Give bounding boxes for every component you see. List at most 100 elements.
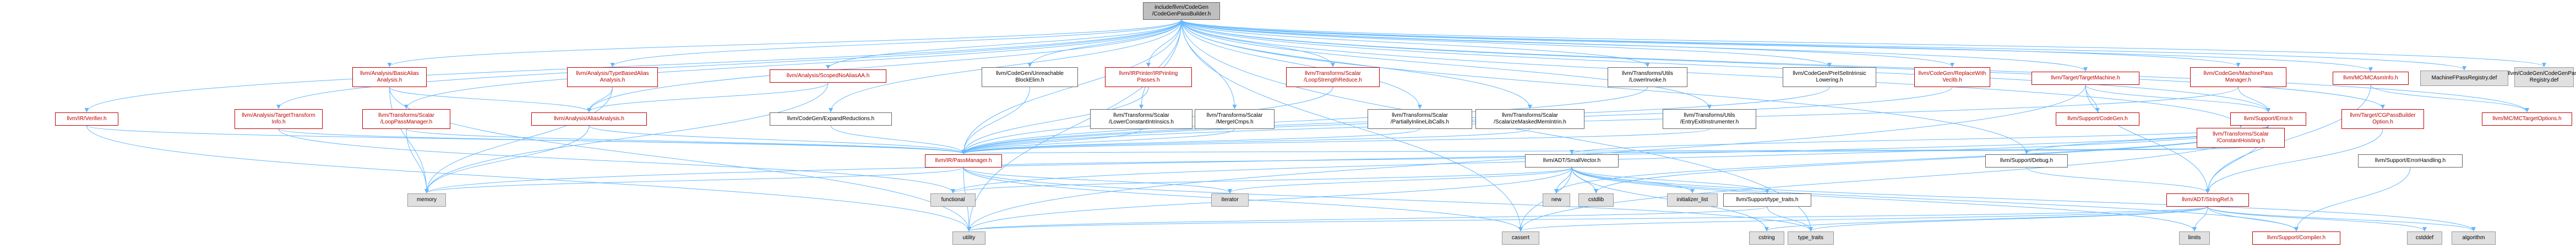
node-merge-icmps[interactable]: llvm/Transforms/Scalar /MergeICmps.h — [1195, 109, 1275, 129]
node-ir-pass-manager[interactable]: llvm/IR/PassManager.h — [925, 154, 1002, 168]
edge-node-root-to-node-irprinter — [1146, 19, 1182, 67]
node-cgpassbuilder-option[interactable]: llvm/Target/CGPassBuilder Option.h — [2341, 109, 2424, 129]
edge-node-root-to-node-loop-strength — [1181, 19, 1335, 67]
node-scoped-noalias[interactable]: llvm/Analysis/ScopedNoAliasAA.h — [770, 69, 886, 83]
edge-node-scoped-noalias-to-node-memory — [424, 82, 829, 193]
node-label: llvm/MC/MCTargetOptions.h — [2492, 116, 2562, 122]
node-scalarize-masked[interactable]: llvm/Transforms/Scalar /ScalarizeMaskedM… — [1475, 109, 1584, 129]
node-expand-reductions[interactable]: llvm/CodeGen/ExpandReductions.h — [770, 112, 892, 126]
node-label: llvm/CodeGen/PreISelIntrinsic — [1793, 71, 1866, 77]
node-label: llvm/Transforms/Utils — [1622, 71, 1673, 77]
node-string-ref[interactable]: llvm/ADT/StringRef.h — [2166, 193, 2249, 207]
edge-node-support-error-to-node-cassert — [1518, 125, 2269, 231]
node-loop-pass-mgr[interactable]: llvm/Transforms/Scalar /LoopPassManager.… — [362, 109, 450, 129]
node-lower-invoke[interactable]: llvm/Transforms/Utils /LowerInvoke.h — [1608, 67, 1687, 87]
node-label: llvm/CodeGen/ExpandReductions.h — [787, 116, 875, 122]
node-preisel[interactable]: llvm/CodeGen/PreISelIntrinsic Lowering.h — [1783, 67, 1876, 87]
node-initializer-list[interactable]: initializer_list — [1667, 193, 1718, 207]
node-support-debug[interactable]: llvm/Support/Debug.h — [1985, 154, 2068, 168]
node-support-error[interactable]: llvm/Support/Error.h — [2230, 112, 2306, 126]
node-support-codegen[interactable]: llvm/Support/CodeGen.h — [2056, 112, 2139, 126]
edge-node-root-to-node-asm-info — [1181, 19, 2373, 72]
edge-node-irprinter-to-node-ir-pass-manager — [961, 87, 1149, 154]
node-target-transform[interactable]: llvm/Analysis/TargetTransform Info.h — [235, 109, 323, 129]
node-label: memory — [416, 197, 437, 203]
node-algorithm[interactable]: algorithm — [2452, 231, 2496, 245]
edge-node-type-traits-h-to-node-type-traits — [1767, 206, 1813, 231]
node-type-traits-h[interactable]: llvm/Support/type_traits.h — [1723, 193, 1811, 207]
node-small-vector[interactable]: llvm/ADT/SmallVector.h — [1525, 154, 1619, 168]
node-partially-inline[interactable]: llvm/Transforms/Scalar /PartiallyInlineL… — [1368, 109, 1472, 129]
node-memory[interactable]: memory — [407, 193, 446, 207]
node-label: Analysis.h — [377, 77, 402, 83]
edge-node-small-vector-to-node-utility — [967, 167, 1572, 231]
node-asm-info[interactable]: llvm/MC/MCAsmInfo.h — [2333, 72, 2409, 85]
node-cassert[interactable]: cassert — [1502, 231, 1539, 245]
edge-node-root-to-node-entry-exit — [1181, 19, 1712, 109]
node-label: cstddef — [2415, 235, 2434, 241]
node-mf-pass-manager[interactable]: llvm/CodeGen/MachinePass Manager.h — [2190, 67, 2286, 87]
node-functional[interactable]: functional — [930, 193, 976, 207]
edge-node-mf-pass-manager-to-node-ir-pass-manager — [961, 87, 2239, 154]
node-irprinter[interactable]: llvm/IRPrinter/IRPrinting Passes.h — [1105, 67, 1192, 87]
edge-node-basic-alias-to-node-memory — [389, 87, 429, 193]
node-type-traits[interactable]: type_traits — [1788, 231, 1834, 245]
node-cstdlib[interactable]: cstdlib — [1578, 193, 1614, 207]
node-replace-with-veclib[interactable]: llvm/CodeGen/ReplaceWith VeclIb.h — [1914, 67, 1990, 87]
node-compiler[interactable]: llvm/Support/Compiler.h — [2252, 231, 2340, 245]
node-label: llvm/CodeGen/Unreachable — [996, 71, 1064, 77]
node-target-options[interactable]: llvm/MC/MCTargetOptions.h — [2482, 112, 2572, 126]
node-limits[interactable]: limits — [2179, 231, 2210, 245]
node-label: llvm/ADT/StringRef.h — [2182, 197, 2234, 203]
edge-node-ir-pass-manager-to-node-type-traits — [963, 167, 1813, 231]
edge-node-target-machine-to-node-support-error — [2085, 84, 2270, 112]
node-basic-alias[interactable]: llvm/Analysis/BasicAlias Analysis.h — [352, 67, 427, 87]
edge-node-string-ref-to-node-cstring — [1764, 206, 2208, 231]
node-label: llvm/IR/PassManager.h — [935, 158, 992, 164]
edge-node-root-to-node-scalarize-masked — [1181, 19, 1532, 109]
node-alias-analysis[interactable]: llvm/Analysis/AliasAnalysis.h — [531, 112, 647, 126]
node-label: /PartiallyInlineLibCalls.h — [1390, 119, 1450, 125]
node-lower-constant[interactable]: llvm/Transforms/Scalar /LowerConstantInt… — [1090, 109, 1192, 129]
node-target-machine[interactable]: llvm/Target/TargetMachine.h — [2032, 72, 2139, 85]
edge-node-root-to-node-preisel — [1181, 19, 1832, 67]
node-codegen-registry[interactable]: llvm/CodeGen/CodeGenPass Registry.def — [2508, 67, 2576, 87]
edge-node-support-debug-to-node-string-ref — [2026, 167, 2210, 193]
node-iterator[interactable]: iterator — [1211, 193, 1249, 207]
edge-node-root-to-node-utility — [967, 19, 1182, 231]
node-type-based-alias[interactable]: llvm/Analysis/TypeBasedAlias Analysis.h — [567, 67, 658, 87]
node-label: llvm/Transforms/Scalar — [1502, 112, 1558, 118]
node-label: llvm/Support/Compiler.h — [2267, 235, 2326, 241]
node-mfp-registry[interactable]: MachineFPassRegistry.def — [2420, 71, 2508, 86]
node-label: llvm/Analysis/ScopedNoAliasAA.h — [786, 73, 870, 79]
edge-node-basic-alias-to-node-alias-analysis — [389, 87, 591, 112]
edge-node-support-error-to-node-memory — [424, 125, 2269, 193]
edge-node-small-vector-to-node-limits — [1571, 167, 2197, 231]
node-label: llvm/Transforms/Scalar — [1305, 71, 1361, 77]
edge-node-mf-pass-manager-to-node-support-error — [2238, 87, 2270, 112]
node-root[interactable]: include/llvm/CodeGen /CodeGenPassBuilder… — [1143, 2, 1220, 20]
node-constant-hoisting[interactable]: llvm/Transforms/Scalar /ConstantHoisting… — [2197, 128, 2285, 148]
node-label: llvm/Support/Error.h — [2243, 116, 2293, 122]
edge-node-unreachable-to-node-ir-pass-manager — [961, 87, 1030, 154]
node-label: llvm/Transforms/Utils — [1684, 112, 1735, 118]
node-unreachable[interactable]: llvm/CodeGen/Unreachable BlockElim.h — [982, 67, 1078, 87]
edge-node-entry-exit-to-node-ir-pass-manager — [961, 128, 1710, 154]
node-new[interactable]: new — [1543, 193, 1570, 207]
node-cstddef[interactable]: cstddef — [2407, 231, 2442, 245]
node-label: llvm/IRPrinter/IRPrinting — [1119, 71, 1178, 77]
node-entry-exit[interactable]: llvm/Transforms/Utils /EntryExitInstrume… — [1663, 109, 1756, 129]
edge-node-loop-pass-mgr-to-node-ir-pass-manager — [406, 128, 966, 154]
node-loop-strength[interactable]: llvm/Transforms/Scalar /LoopStrengthRedu… — [1286, 67, 1380, 87]
node-ir-verifier[interactable]: llvm/IR/Verifier.h — [55, 112, 118, 126]
node-label: /MergeICmps.h — [1216, 119, 1254, 125]
edge-node-root-to-node-alias-analysis — [587, 19, 1182, 112]
node-cstring[interactable]: cstring — [1749, 231, 1784, 245]
edge-node-small-vector-to-node-compiler — [1571, 167, 2299, 231]
edge-node-partially-inline-to-node-ir-pass-manager — [961, 128, 1420, 154]
node-label: llvm/ADT/SmallVector.h — [1543, 158, 1601, 164]
node-error-handling[interactable]: llvm/Support/ErrorHandling.h — [2358, 154, 2463, 168]
node-utility[interactable]: utility — [952, 231, 985, 245]
edge-node-asm-info-to-node-target-options — [2370, 84, 2529, 112]
edge-node-root-to-node-ir-verifier — [84, 19, 1182, 112]
